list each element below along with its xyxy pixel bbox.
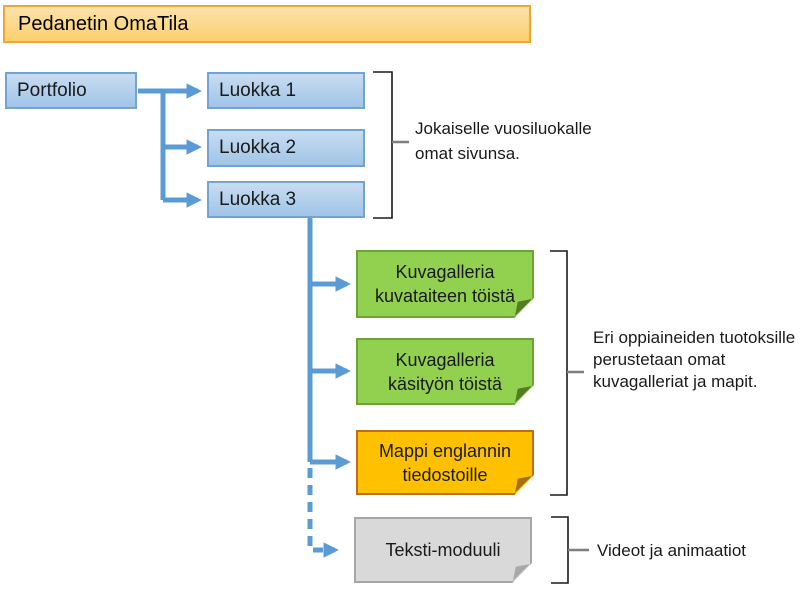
gallery-craft-line2: käsityön töistä: [387, 373, 503, 394]
portfolio-to-luokka-connectors: [138, 83, 202, 208]
bracket-subjects: [550, 250, 584, 496]
folder-english-note: Mappi englannin tiedostoille: [356, 430, 534, 495]
luokka3-to-modules-connectors: [307, 218, 351, 558]
annotation-grades-line2: omat sivunsa.: [415, 144, 520, 163]
portfolio-node: Portfolio: [5, 72, 137, 109]
luokka-1-label: Luokka 1: [219, 79, 297, 101]
gallery-art-line1: Kuvagalleria: [395, 262, 495, 282]
text-module-note: Teksti-moduuli: [354, 517, 532, 583]
luokka-2-node: Luokka 2: [207, 129, 365, 167]
text-module-label: Teksti-moduuli: [385, 540, 501, 560]
annotation-videos: Videot ja animaatiot: [597, 541, 797, 560]
folder-english-line1: Mappi englannin: [378, 440, 512, 461]
dashed-connector-text-module: [307, 468, 339, 558]
annotation-videos-text: Videot ja animaatiot: [597, 541, 747, 560]
gallery-craft-line1: Kuvagalleria: [395, 349, 495, 370]
annotation-subjects-text: Eri oppiaineiden tuotoksille perustetaan…: [593, 328, 796, 391]
bracket-videos: [551, 516, 589, 584]
title-banner-label: Pedanetin OmaTila: [18, 12, 189, 35]
annotation-grades: Jokaiselle vuosiluokalle omat sivunsa.: [415, 116, 625, 166]
luokka-2-label: Luokka 2: [219, 137, 297, 158]
luokka-3-label: Luokka 3: [219, 188, 297, 210]
luokka-3-node: Luokka 3: [207, 181, 365, 218]
folder-english-line2: tiedostoille: [402, 464, 488, 485]
gallery-art-line2: kuvataiteen töistä: [374, 286, 516, 306]
title-banner: Pedanetin OmaTila: [3, 5, 531, 43]
gallery-craft-note: Kuvagalleria käsityön töistä: [356, 338, 534, 405]
portfolio-label: Portfolio: [17, 79, 87, 101]
bracket-grades: [373, 71, 409, 219]
luokka-1-node: Luokka 1: [207, 72, 365, 109]
annotation-grades-line1: Jokaiselle vuosiluokalle: [415, 119, 592, 138]
gallery-art-note: Kuvagalleria kuvataiteen töistä: [356, 250, 534, 318]
annotation-subjects: Eri oppiaineiden tuotoksille perustetaan…: [593, 327, 802, 393]
